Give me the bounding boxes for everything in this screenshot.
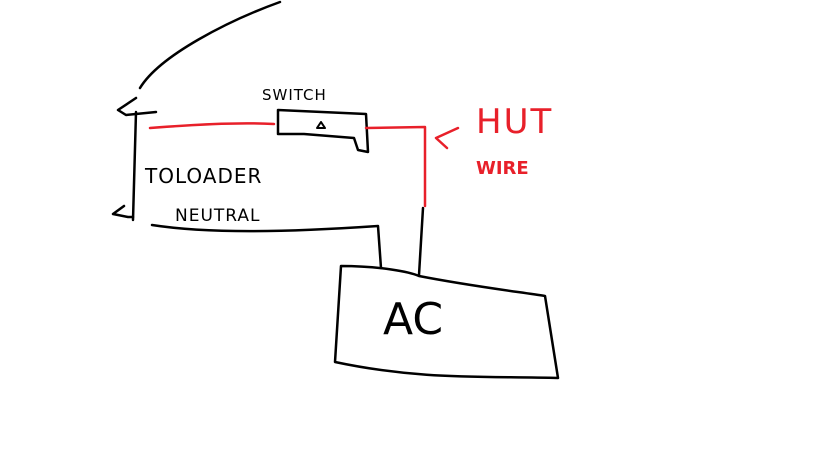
hot-wire-into-ac (417, 206, 425, 277)
top-prong (116, 96, 158, 117)
top-arc-wire (138, 0, 282, 90)
switch-toggle-icon (316, 121, 326, 129)
neutral-label: NEUTRAL (175, 206, 261, 226)
hot-label: HUT (476, 102, 554, 142)
ac-label: AC (383, 294, 444, 345)
hot-wire-plug-to-switch (148, 122, 276, 130)
bottom-prong (111, 204, 135, 219)
left-vertical-cord (131, 110, 138, 222)
ac-unit-box (333, 264, 560, 380)
switch-box (276, 108, 370, 154)
hot-wire-arrow-icon (434, 126, 460, 150)
switch-label: SWITCH (262, 86, 327, 104)
hot-wire-switch-to-ac (364, 125, 427, 208)
wire-label: WIRE (476, 158, 529, 179)
neutral-wire (150, 223, 383, 270)
to-loader-label: TOLOADER (145, 164, 263, 188)
